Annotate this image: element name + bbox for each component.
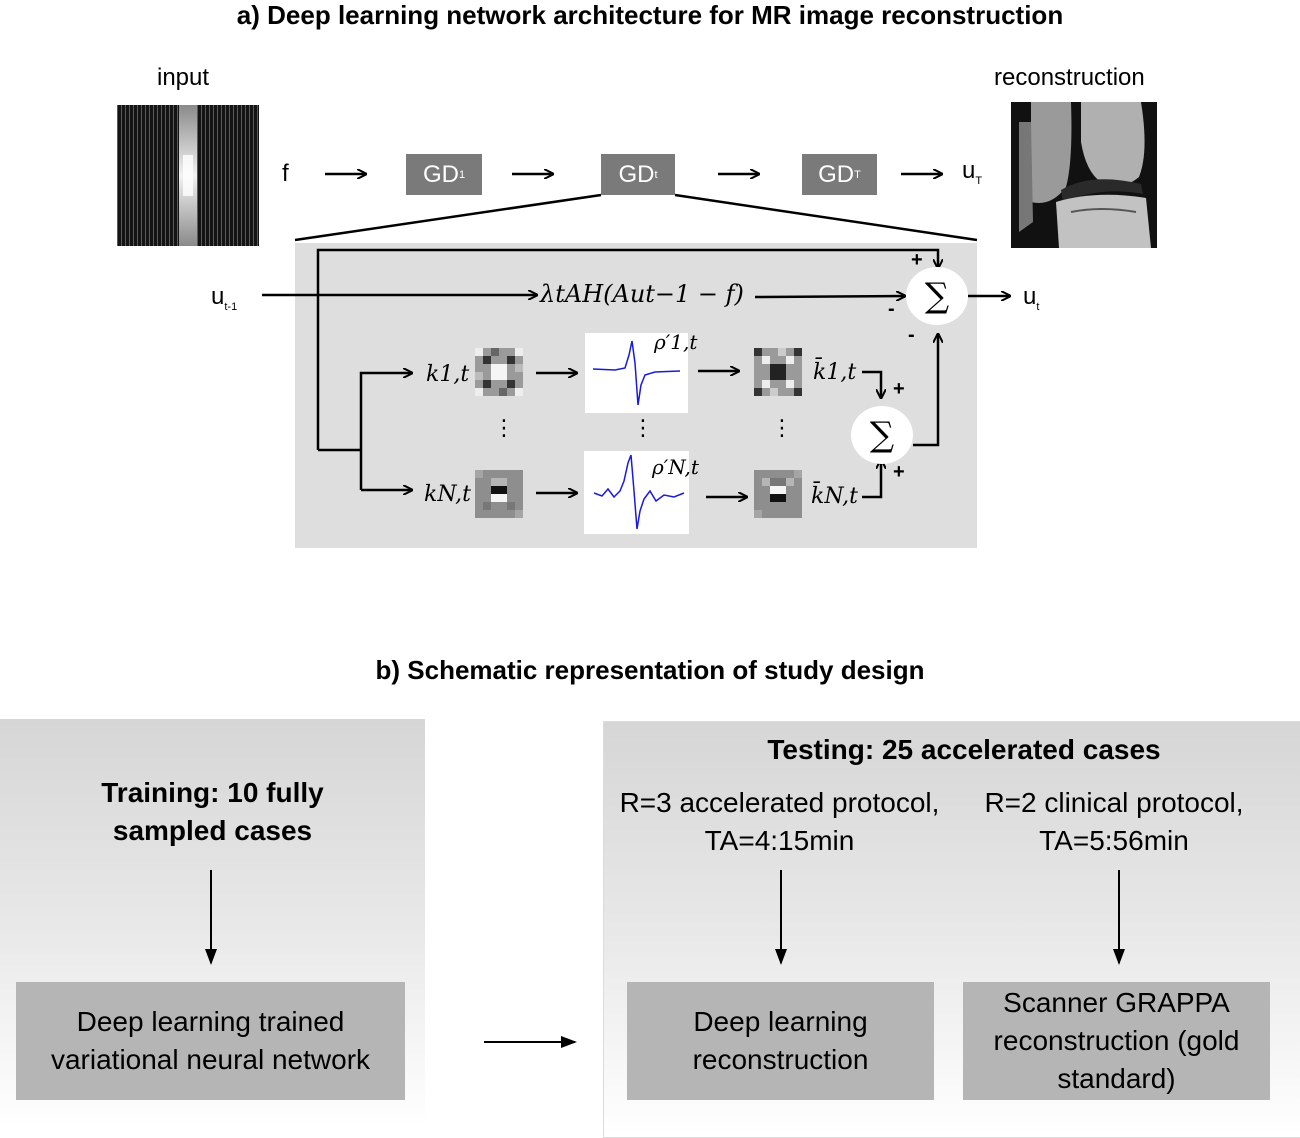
u-t-label: ut <box>1023 283 1040 313</box>
outer-sum-node: ∑ <box>906 267 968 325</box>
outer-sum-minus-bottom: - <box>908 324 915 346</box>
f-label: f <box>282 160 289 187</box>
grappa-reconstruction-box: Scanner GRAPPA reconstruction (gold stan… <box>963 982 1270 1100</box>
u-prev-label: ut-1 <box>211 283 238 313</box>
reconstruction-label: reconstruction <box>994 64 1145 91</box>
input-label: input <box>157 64 210 91</box>
section-b-title: b) Schematic representation of study des… <box>375 655 925 685</box>
filter-kbar1-image <box>754 348 802 396</box>
kbarN-label: k̄N,t <box>811 484 859 509</box>
gd-T-label: GD <box>818 160 855 188</box>
activation-rho1-plot <box>585 333 688 413</box>
gd-1-sub: 1 <box>458 168 466 181</box>
rhoN-label: ρ′N,t <box>652 455 699 479</box>
inner-sum-plus-bottom: + <box>893 461 905 483</box>
gd-t-label: GD <box>618 160 655 188</box>
testing-title: Testing: 25 accelerated cases <box>767 734 1161 765</box>
architecture-connectors <box>262 0 1300 620</box>
activation-dots: ⋮ <box>632 415 654 440</box>
kN-label: kN,t <box>424 482 472 507</box>
kbar1-label: k̄1,t <box>813 360 857 385</box>
inner-sum-node: ∑ <box>851 406 913 464</box>
trained-network-box: Deep learning trained variational neural… <box>16 982 405 1100</box>
gd-1-label: GD <box>422 160 459 188</box>
study-design-connectors <box>205 870 1125 1048</box>
kbar-dots: ⋮ <box>771 415 793 440</box>
filter-kN-image <box>475 470 523 518</box>
gd-t-sub: t <box>654 168 658 181</box>
protocol-r2-text: R=2 clinical protocol, TA=5:56min <box>984 787 1244 856</box>
u-T-label: uT <box>962 157 983 187</box>
knee-reconstruction-image <box>1011 102 1157 248</box>
protocol-r3-text: R=3 accelerated protocol, TA=4:15min <box>619 787 940 856</box>
kspace-input-image <box>117 105 259 246</box>
filter-kbarN-image <box>754 470 802 518</box>
filter-k1-image <box>475 348 523 396</box>
gradient-term-formula: λtAH(Aut−1 − f) <box>540 280 744 308</box>
section-a-title: a) Deep learning network architecture fo… <box>236 0 1064 30</box>
rho1-label: ρ′1,t <box>654 330 698 354</box>
activation-rhoN-plot <box>584 451 689 534</box>
training-title: Training: 10 fully sampled cases <box>101 777 324 846</box>
gd-T-sub: T <box>854 168 861 181</box>
outer-sum-minus-left: - <box>888 298 895 320</box>
filter-dots: ⋮ <box>493 415 515 440</box>
k1-label: k1,t <box>426 362 470 387</box>
inner-sum-plus-top: + <box>893 378 905 400</box>
outer-sum-plus: + <box>911 249 923 271</box>
dl-reconstruction-box: Deep learning reconstruction <box>627 982 934 1100</box>
